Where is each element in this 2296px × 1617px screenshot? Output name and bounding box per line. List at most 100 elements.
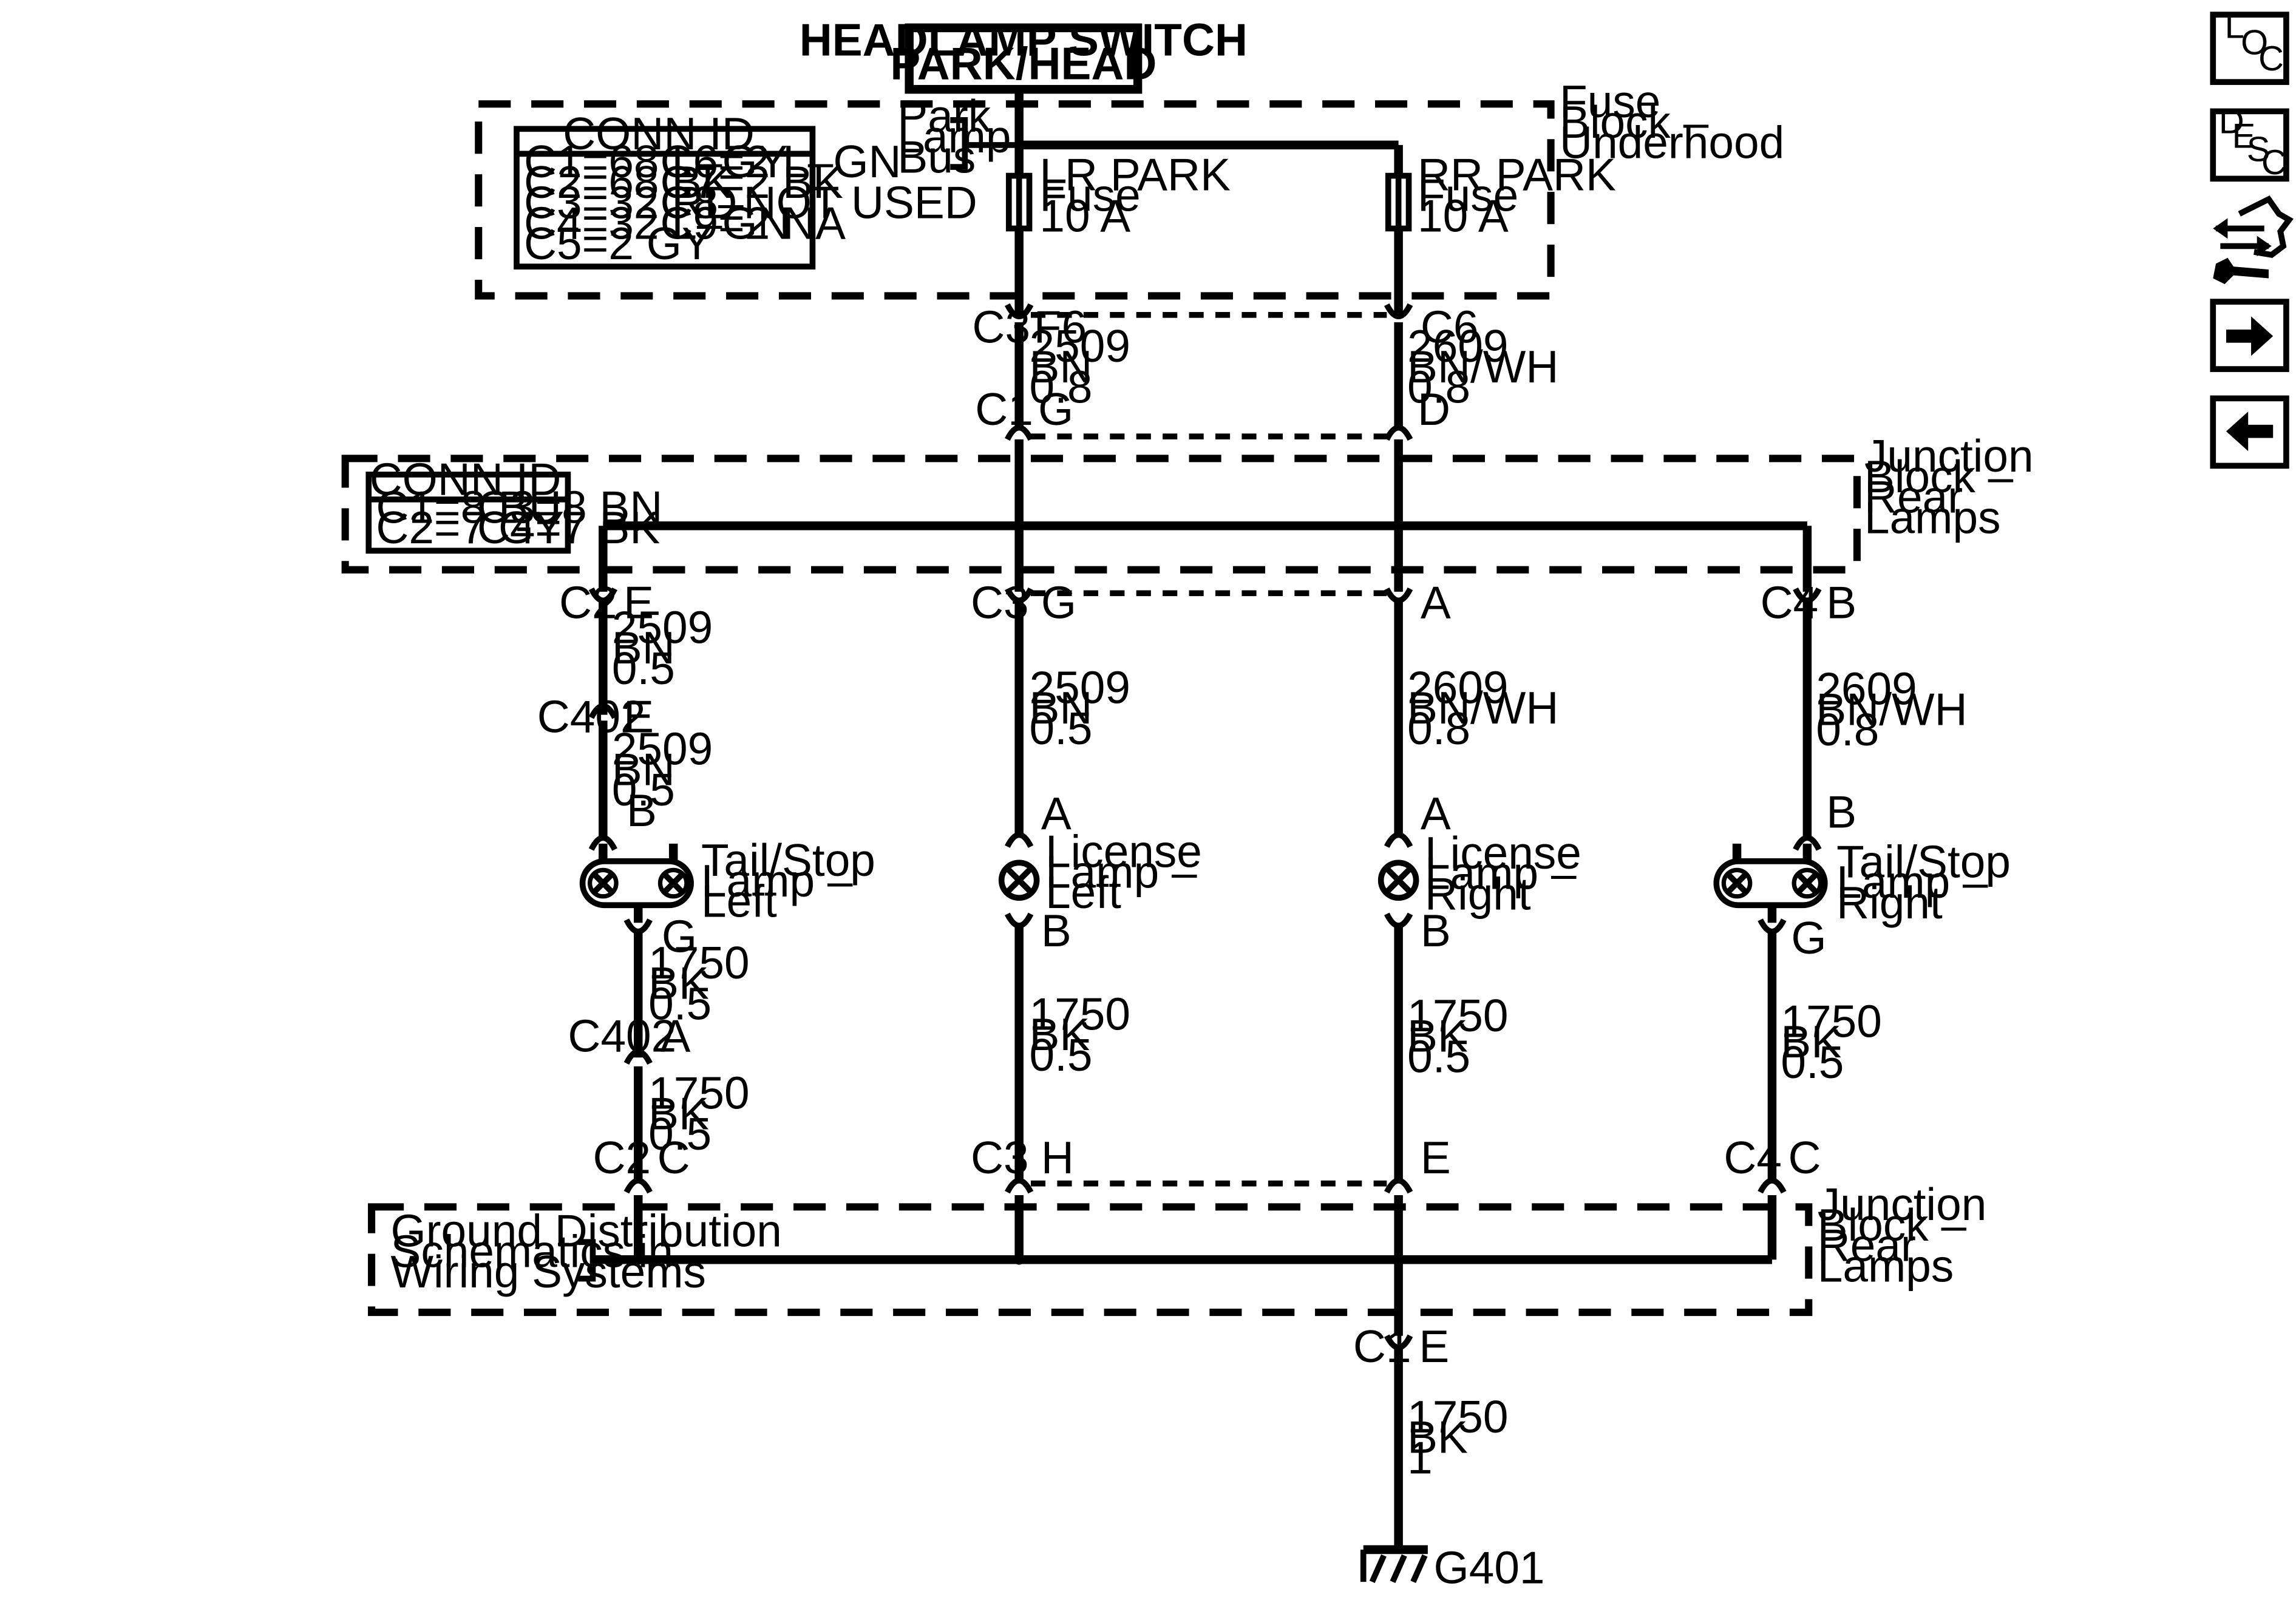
lic-left-wire-b-num: 1750 (1030, 988, 1130, 1039)
ground-note-2: Schematics in (390, 1225, 673, 1276)
left-b-label: B (627, 785, 657, 836)
left-wire-b-color: BN (612, 744, 675, 795)
right-wire-a-color: BN/WH (1816, 683, 1967, 734)
lic-right-wire-a-num: 2609 (1407, 662, 1508, 713)
connector-c6 (1384, 303, 1413, 319)
fuse-block-underhood: Fuse Block – Underhood CONN ID C1=68 L–G… (475, 76, 1784, 300)
connector-c402-upper (588, 703, 617, 719)
fuse-conn-row3-right: C8–NOT USED (660, 177, 977, 228)
lic-right-wire-b-gauge: 0.5 (1407, 1031, 1470, 1082)
left-wire-b-num: 2509 (612, 724, 713, 775)
lic-right-b-label: B (1421, 905, 1451, 956)
left-wire-c-gauge: 0.5 (648, 978, 712, 1029)
lic-right-e-label: E (1421, 1132, 1451, 1183)
right-b-label: B (1826, 786, 1856, 837)
right-c4b-label: C4 (1724, 1132, 1782, 1183)
left-c402b-label: C402 (568, 1011, 676, 1062)
jb-conn-row2-left: C2=7 GY (376, 502, 564, 553)
previous-page-button[interactable] (2210, 395, 2289, 469)
ground-note-1: Ground Distribution (390, 1205, 781, 1256)
lic-left-wire-a-gauge: 0.5 (1030, 703, 1093, 754)
nav-desc-e: E (2232, 117, 2256, 156)
nav-loc-c: C (2258, 39, 2284, 78)
ground-wire-color: BK (1407, 1412, 1468, 1463)
lic-right-wire-b-color: BK (1407, 1011, 1468, 1062)
fuse-block-name-2: Block – (1560, 97, 1709, 147)
fuse-conn-row3-left: C3=32 RD (524, 177, 737, 228)
lic-left-h-label: H (1041, 1132, 1074, 1183)
fuse-conn-row2-left: C2=68 BK (524, 157, 732, 208)
left-c402-label: C402 (537, 691, 646, 742)
left-lamp-label-1: Tail/Stop (701, 835, 875, 886)
lic-right-lamp-label-1: License (1425, 827, 1581, 878)
right-lamp-label-1: Tail/Stop (1836, 836, 2011, 887)
tail-stop-lamp-right: Tail/Stop Lamp – Right (1713, 836, 2011, 928)
right-wire-a-gauge: 0.8 (1816, 704, 1879, 755)
ground-g401-label: G401 (1434, 1542, 1545, 1593)
left-lamp-label-3: Left (701, 876, 777, 927)
jb-bottom-input-connectors (623, 1178, 1787, 1194)
nav-desc-button[interactable]: D E S C (2210, 103, 2289, 183)
lr-fuse-label-3: 10 A (1039, 190, 1130, 241)
lic-left-wire-a-color: BN (1030, 682, 1093, 733)
connector-c1-d (1384, 425, 1413, 441)
ground-e-label: E (1419, 1321, 1449, 1372)
nav-loc-l: L (2225, 7, 2244, 46)
rr-fuse-label-1: RR PARK (1418, 149, 1616, 200)
nav-loc-button[interactable]: L O C (2210, 7, 2289, 85)
upper-feed-wires: C3 F6 C6 2509 BN 0.8 2609 BN/WH 0.8 C1 G… (972, 228, 1558, 441)
nav-loc-o: O (2241, 23, 2268, 62)
lic-left-c3b-label: C3 (971, 1132, 1029, 1183)
left-wire-d-gauge: 0.5 (648, 1108, 712, 1159)
left-c2b-label: C2 (593, 1132, 651, 1183)
left-wire-c-color: BK (648, 958, 709, 1009)
rr-fuse-label-2: Fuse (1418, 169, 1518, 220)
jb-top-name-2: Block – (1864, 451, 2014, 502)
branch-tail-stop-left: C2 E 2509 BN 0.5 C402 E 2509 BN 0.5 B Ta… (537, 577, 875, 1183)
label-c1-upper: C1 (975, 384, 1033, 435)
ground-wire-num: 1750 (1407, 1391, 1508, 1442)
label-c3-top: C3 (972, 302, 1030, 353)
fuse-conn-row4-right: C9=2 NA (660, 197, 846, 248)
wire-rr-color: BN/WH (1407, 341, 1558, 392)
lic-left-wire-a-num: 2509 (1030, 662, 1130, 713)
nav-desc-s: S (2247, 130, 2271, 169)
park-lamp-bus-label-1: Park (897, 90, 991, 141)
jb-bottom-name-4: Lamps (1818, 1240, 1954, 1291)
lic-left-wire-b-color: BK (1030, 1009, 1090, 1060)
fuse-block-conn-id-table: CONN ID C1=68 L–GY C6=2 L–GN C2=68 BK C7… (514, 108, 977, 270)
license-lamp-right: License Lamp – Right (1377, 827, 1581, 920)
left-c2-label: C2 (559, 577, 617, 628)
label-d-upper: D (1418, 384, 1450, 435)
tail-stop-lamp-left: Tail/Stop Lamp – Left (579, 835, 875, 927)
fuse-conn-row2-right: C7=2 BK (660, 157, 843, 208)
lic-left-b-label: B (1041, 905, 1072, 956)
wire-rr-gauge: 0.8 (1407, 362, 1470, 413)
lic-left-a-label: A (1041, 788, 1072, 839)
right-lamp-label-2: Lamp – (1836, 856, 1988, 907)
left-wire-d-color: BK (648, 1088, 709, 1139)
left-wire-d-num: 1750 (648, 1068, 749, 1119)
ground-wire-gauge: 1 (1407, 1432, 1433, 1483)
jb-top-name-3: Rear (1864, 472, 1963, 523)
switch-title-line2: PARK/HEAD (890, 38, 1156, 89)
jb-conn-id-title: CONN ID (370, 454, 562, 505)
left-wire-b-gauge: 0.5 (612, 764, 675, 815)
arrow-left-icon (2226, 412, 2274, 452)
lic-left-g-label: G (1041, 577, 1076, 628)
license-lamp-left: License Lamp – Left (998, 826, 1202, 918)
ground-symbol-icon (1360, 1545, 1428, 1584)
connector-tool-icon[interactable] (2213, 195, 2294, 285)
jb-bottom-name-1: Junction (1818, 1179, 1987, 1230)
wire-lr-gauge: 0.8 (1030, 362, 1093, 413)
rr-park-fuse: RR PARK Fuse 10 A (1385, 149, 1616, 241)
left-lamp-label-2: Lamp – (701, 855, 853, 906)
lic-right-lamp-label-3: Right (1425, 869, 1531, 920)
next-page-button[interactable] (2210, 299, 2289, 372)
lic-left-lamp-label-1: License (1045, 826, 1202, 877)
lic-left-lamp-label-3: Left (1045, 867, 1121, 918)
junction-block-bottom-outline (368, 1203, 1813, 1317)
junction-block-top-outline (341, 455, 1861, 574)
fuse-conn-row1-right: C6=2 L–GN (660, 136, 901, 187)
